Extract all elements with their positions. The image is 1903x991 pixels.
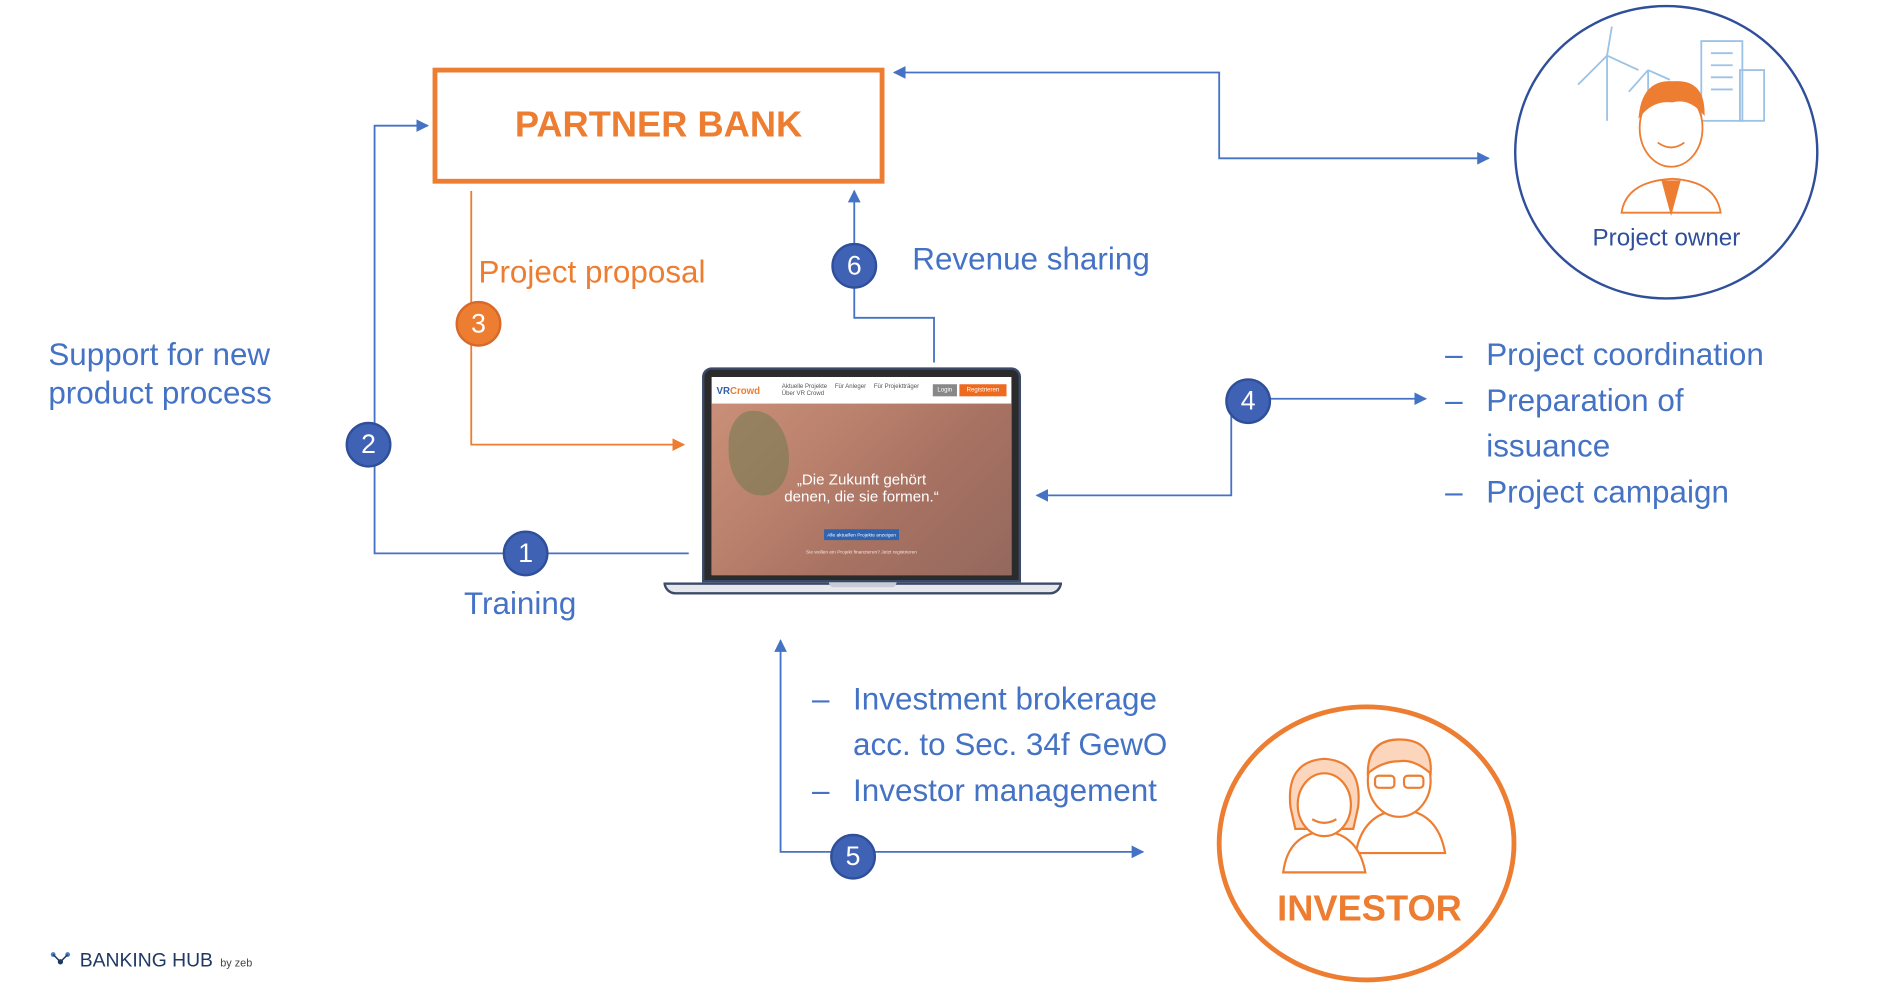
project-proposal-arrow	[470, 190, 686, 451]
step-5-badge: 5	[830, 833, 877, 880]
brokerage-list: –Investment brokerage acc. to Sec. 34f G…	[812, 675, 1167, 813]
platform-quote: „Die Zukunft gehört denen, die sie forme…	[784, 471, 939, 506]
support-label-line-2: product process	[48, 374, 272, 411]
footer-by: by zeb	[220, 956, 253, 970]
list-item: –Investment brokerage	[811, 680, 1157, 717]
platform-nav-item: Für Projektträger	[873, 383, 920, 391]
list-item: issuance	[1486, 427, 1611, 464]
step-3-badge: 3	[455, 300, 502, 347]
list-item: –Project coordination	[1445, 335, 1764, 373]
step-6-badge: 6	[831, 242, 878, 289]
coordination-arrow-in	[1035, 398, 1233, 502]
project-owner-circle	[1513, 4, 1819, 300]
list-item: –Investor management	[811, 772, 1157, 809]
project-owner-label: Project owner	[1592, 224, 1741, 252]
revenue-sharing-label: Revenue sharing	[912, 240, 1150, 277]
coordination-list: –Project coordination –Preparation of is…	[1445, 331, 1764, 515]
partner-bank-box: PARTNER BANK	[432, 67, 885, 184]
platform-nav-item: Für Anleger	[834, 383, 867, 391]
platform-nav-item: Aktuelle Projekte	[781, 383, 828, 391]
partner-bank-title: PARTNER BANK	[514, 105, 803, 145]
platform-login-button: Login	[932, 384, 958, 397]
investor-label: INVESTOR	[1277, 889, 1462, 930]
step-4-badge: 4	[1225, 378, 1272, 425]
step-2-badge: 2	[345, 421, 392, 468]
project-proposal-label: Project proposal	[478, 253, 706, 290]
laptop-platform: VRCrowd Aktuelle Projekte Für Anleger Fü…	[663, 365, 1063, 602]
list-item: acc. to Sec. 34f GewO	[853, 726, 1168, 763]
banking-hub-logo-icon	[50, 952, 71, 965]
plant-decoration	[728, 410, 790, 496]
step-1-badge: 1	[502, 530, 549, 577]
platform-hero: „Die Zukunft gehört denen, die sie forme…	[711, 403, 1012, 576]
list-item: –Preparation of	[1445, 381, 1684, 419]
laptop-notch	[828, 582, 897, 588]
list-item: –Project campaign	[1445, 473, 1729, 510]
platform-cta-button: Alle aktuellen Projekte anzeigen	[824, 529, 899, 541]
platform-nav-item: Über VR Crowd	[781, 390, 825, 398]
footer-brand-name: BANKING HUB	[79, 950, 213, 972]
support-label: Support for new product process	[48, 336, 272, 413]
support-label-line-1: Support for new	[48, 335, 271, 373]
investor-circle	[1216, 704, 1517, 983]
bank-owner-arrow	[892, 66, 1490, 165]
training-support-line	[373, 119, 689, 555]
platform-logo: VRCrowd	[716, 384, 761, 396]
platform-register-button: Registrieren	[959, 384, 1007, 397]
laptop-screen: VRCrowd Aktuelle Projekte Für Anleger Fü…	[702, 367, 1022, 583]
platform-nav: VRCrowd Aktuelle Projekte Für Anleger Fü…	[711, 376, 1012, 404]
platform-subtext: Sie wollen ein Projekt finanzieren? Jetz…	[806, 548, 917, 555]
training-label: Training	[463, 584, 577, 622]
footer-brand: BANKING HUB by zeb	[48, 950, 252, 973]
brokerage-arrow	[774, 639, 1145, 859]
